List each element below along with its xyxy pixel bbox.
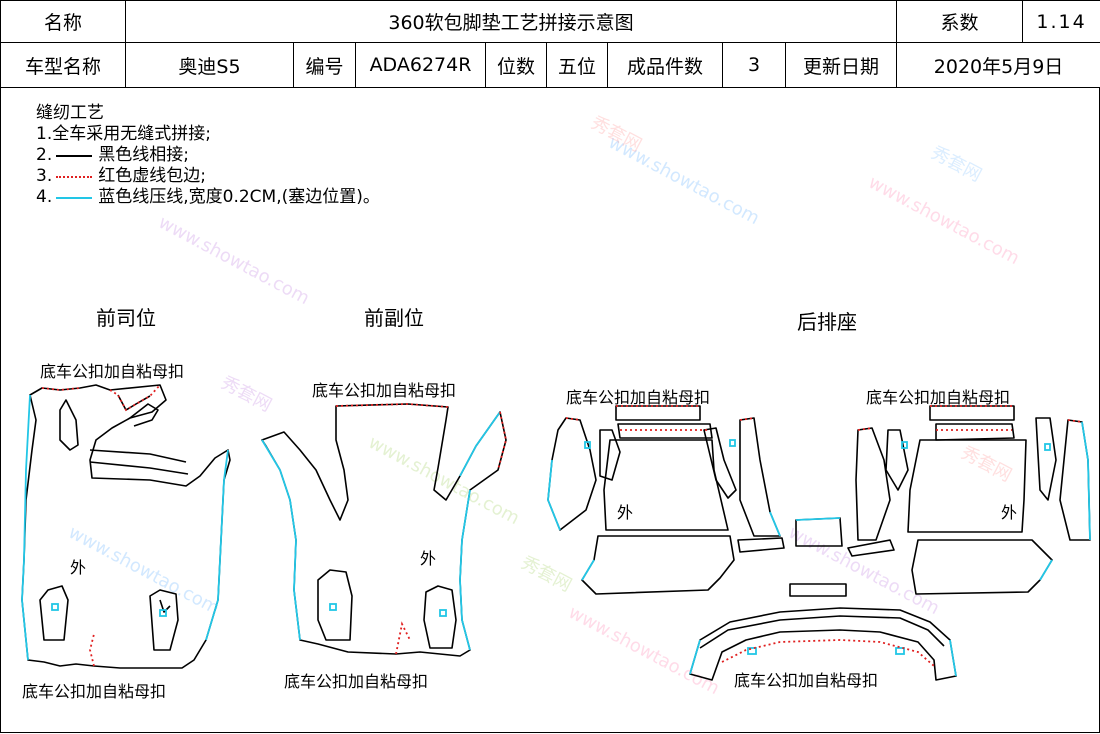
- rear-bridge-mat: [689, 607, 957, 681]
- date-value: 2020年5月9日: [896, 42, 1100, 88]
- pieces-value: 3: [722, 42, 786, 88]
- blue-edges: [21, 394, 1091, 677]
- code-label: 编号: [293, 42, 356, 88]
- outer-mark: 外: [617, 503, 634, 522]
- date-label: 更新日期: [784, 42, 898, 88]
- code-value: ADA6274R: [355, 42, 486, 88]
- note-item-1: 1.全车采用无缝式拼接;: [36, 124, 211, 144]
- note-text: 红色虚线包边;: [98, 166, 206, 186]
- note-item-3: 3. 红色虚线包边;: [36, 166, 380, 187]
- note-prefix: 3.: [36, 166, 53, 186]
- fastener-label: 底车公扣加自粘母扣: [284, 672, 429, 691]
- outer-mark: 外: [1001, 503, 1018, 522]
- name-label: 名称: [0, 0, 126, 43]
- fastener-label: 底车公扣加自粘母扣: [22, 682, 167, 701]
- note-text: 蓝色线压线,宽度0.2CM,(塞边位置)。: [98, 187, 380, 207]
- notes-title: 缝纫工艺: [36, 103, 104, 123]
- rear-right-mat: [855, 405, 1091, 595]
- header-table: 名称 360软包脚垫工艺拼接示意图 系数 1.14 车型名称 奥迪S5 编号 A…: [0, 0, 1100, 88]
- section-rear: 后排座: [797, 310, 857, 334]
- front-passenger-mat: [261, 403, 507, 657]
- section-front-passenger: 前副位: [364, 306, 424, 330]
- front-driver-mat: [21, 384, 231, 669]
- fastener-label: 底车公扣加自粘母扣: [866, 388, 1011, 407]
- outer-mark: 外: [70, 558, 87, 577]
- note-item-4: 4. 蓝色线压线,宽度0.2CM,(塞边位置)。: [36, 187, 380, 208]
- blue-line-swatch: [56, 196, 93, 199]
- fastener-label: 底车公扣加自粘母扣: [312, 381, 457, 400]
- note-item-2: 2. 黑色线相接;: [36, 145, 380, 166]
- outer-mark: 外: [420, 549, 437, 568]
- fastener-label: 底车公扣加自粘母扣: [734, 671, 879, 690]
- rear-left-mat: [547, 405, 785, 595]
- black-line-swatch: [56, 154, 93, 157]
- note-prefix: 2.: [36, 145, 53, 165]
- seats-label: 位数: [485, 42, 547, 88]
- seats-value: 五位: [546, 42, 608, 88]
- pieces-label: 成品件数: [607, 42, 723, 88]
- red-dashed-swatch: [56, 175, 93, 178]
- red-dashed-edges: [41, 384, 1083, 667]
- section-front-driver: 前司位: [96, 306, 156, 330]
- fastener-label: 底车公扣加自粘母扣: [566, 388, 711, 407]
- fastener-label: 底车公扣加自粘母扣: [40, 362, 185, 381]
- note-text: 黑色线相接;: [98, 145, 189, 165]
- note-prefix: 4.: [36, 187, 53, 207]
- sewing-notes: 缝纫工艺 1.全车采用无缝式拼接; 2. 黑色线相接; 3. 红色虚线包边; 4…: [36, 103, 380, 208]
- page-title: 360软包脚垫工艺拼接示意图: [124, 0, 898, 43]
- coef-value: 1.14: [1022, 0, 1100, 43]
- rear-middle-mat: [789, 517, 895, 597]
